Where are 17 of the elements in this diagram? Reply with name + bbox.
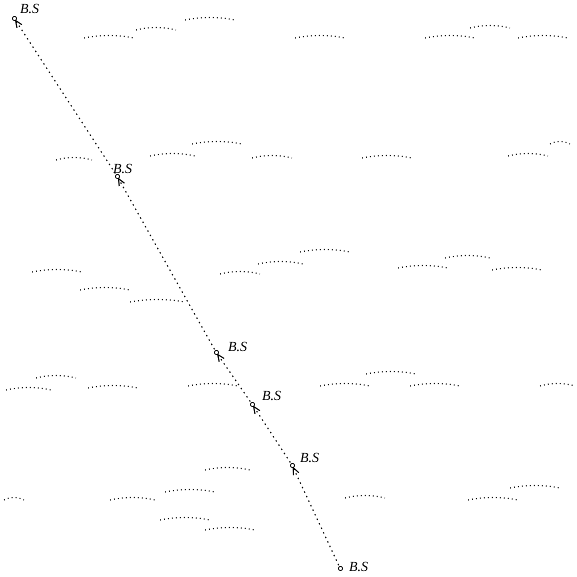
dotted-ray-arrow xyxy=(253,406,291,463)
point-marker xyxy=(214,350,218,354)
point-marker xyxy=(290,462,294,468)
point-label: B.S xyxy=(300,451,320,467)
point-label: B.S xyxy=(349,560,368,576)
point-label: B.S xyxy=(113,162,132,178)
dotted-ray-arrow xyxy=(118,178,216,350)
point-label: B.S xyxy=(262,389,282,405)
point-marker xyxy=(12,16,16,20)
point-marker xyxy=(338,566,342,570)
dotted-ray-arrow xyxy=(292,467,340,566)
point-marker xyxy=(250,402,254,406)
dotted-ray-arrow xyxy=(217,354,251,402)
dotted-ray-arrow xyxy=(15,20,116,174)
point-label: B.S xyxy=(20,2,40,18)
point-label: B.S xyxy=(228,340,248,356)
point-marker xyxy=(114,174,120,178)
